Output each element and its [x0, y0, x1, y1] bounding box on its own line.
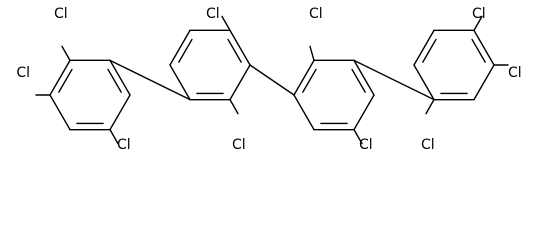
ring-4-double-bond-3: [471, 38, 486, 63]
ring-1-bond-1: [49, 59, 71, 96]
ring-4-bond-3: [473, 29, 495, 66]
ring-2-bond-1: [169, 29, 191, 66]
chlorine-label-ring4_c4: Cl: [508, 65, 522, 81]
ring-1-bond-6: [49, 94, 71, 131]
chlorine-label-ring4_c2: Cl: [421, 137, 435, 153]
chlorine-label-ring3_c2: Cl: [359, 137, 373, 153]
ring-4-double-bond-1: [422, 38, 437, 63]
ring-3-double-bond-1: [302, 68, 317, 93]
ring-2-bond-3: [229, 29, 251, 66]
chlorine-label-ring1_c2: Cl: [117, 137, 131, 153]
ring-4-bond-6: [413, 64, 435, 101]
ring-2-double-bond-1: [178, 38, 193, 63]
chlorine-label-ring3_c5: Cl: [309, 6, 323, 22]
ring-3-bond-6: [293, 94, 315, 131]
biaryl-bond-3-4: [353, 59, 435, 101]
ring-2-bond-6: [169, 64, 191, 101]
biaryl-bond-1-2: [109, 59, 191, 101]
ring-3-double-bond-3: [351, 68, 366, 93]
ring-1-double-bond-1: [58, 68, 73, 93]
ring-3-bond-4: [353, 94, 375, 131]
ring-4-bond-4: [473, 64, 495, 101]
chlorine-label-ring2_c2: Cl: [232, 137, 246, 153]
ring-1-bond-3: [109, 59, 131, 96]
cl-bond-ring1_c2: [109, 128, 119, 145]
chlorine-label-ring4_c5: Cl: [472, 6, 486, 22]
cl-bond-ring3_c2: [353, 128, 363, 145]
ring-1-double-bond-3: [107, 68, 122, 93]
ring-2-bond-4: [229, 64, 251, 101]
ring-3-bond-3: [353, 59, 375, 96]
ring-3-bond-1: [293, 59, 315, 96]
cl-bond-ring2_c2: [229, 98, 239, 115]
cl-bond-ring3_c5: [309, 45, 315, 62]
chlorine-label-ring1_c4: Cl: [16, 65, 30, 81]
cl-bond-ring1_c5: [61, 45, 71, 62]
ring-2-double-bond-3: [227, 38, 242, 63]
chlorine-label-ring2_c5: Cl: [206, 6, 220, 22]
ring-4-bond-1: [413, 29, 435, 66]
biaryl-bond-2-3: [249, 64, 295, 96]
cl-bond-ring4_c2: [425, 98, 435, 115]
chlorine-label-ring1_c5: Cl: [54, 6, 68, 22]
bond-lines: [35, 15, 509, 145]
cl-bond-ring2_c5: [221, 15, 231, 32]
ring-1-bond-4: [109, 94, 131, 131]
cl-bond-ring4_c5: [473, 15, 483, 32]
